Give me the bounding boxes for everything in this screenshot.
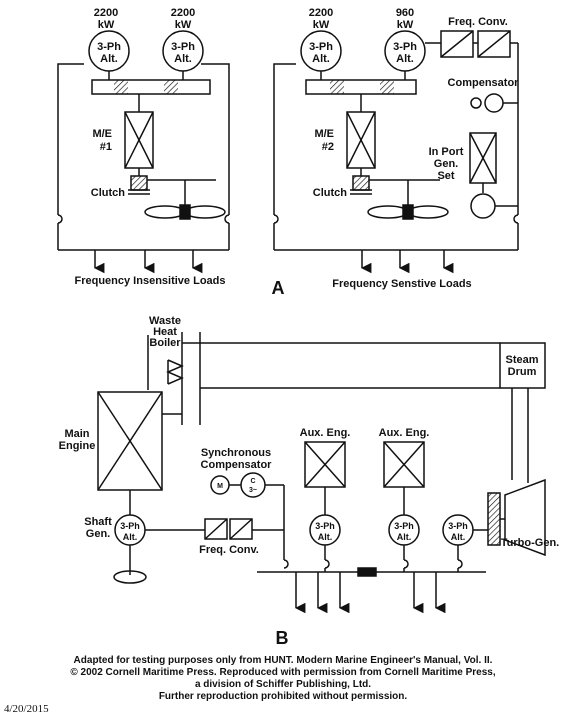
freq-converter-b [204,518,228,540]
caption: Adapted for testing purposes only from H… [20,655,546,703]
engine-label: M/E [314,128,334,140]
alt-label: Alt. [312,53,330,65]
aux-eng-label-2: Aux. Eng. [379,427,430,439]
alt-label: Alt. [123,532,138,542]
freq-converter-a [440,30,474,58]
caption-line: a division of Schiffer Publishing, Ltd. [194,679,372,690]
panel-label-a: A [272,278,285,298]
boiler-label: Heat [153,326,177,338]
alt-unit-r1: kW [313,19,330,31]
aux-eng-label-1: Aux. Eng. [300,427,351,439]
turbo-gen-label: Turbo-Gen. [501,537,559,549]
alt-label: Alt. [100,53,118,65]
engine-label: M/E [92,128,112,140]
engine-label: #1 [100,141,112,153]
alt-label: 3-Ph [448,521,468,531]
freq-conv-label-a: Freq. Conv. [448,16,508,28]
alt-unit-l2: kW [175,19,192,31]
caption-line: Adapted for testing purposes only from H… [73,655,493,666]
caption-line: © 2002 Cornell Maritime Press. Reproduce… [70,667,496,678]
comp-symbol: 3~ [249,487,257,494]
sync-comp-label: Compensator [201,459,273,471]
shaft-gen-label: Shaft [84,516,112,528]
compensator-label: Compensator [448,77,520,89]
alt-label: Alt. [318,532,333,542]
motor-symbol: M [217,483,223,490]
diagram-a-right [273,30,519,274]
genset-label: Set [437,170,454,182]
gearbox-left [91,79,211,95]
alt-rating-l2: 2200 [171,7,195,19]
alt-rating-l1: 2200 [94,7,118,19]
alt-label: 3-Ph [393,41,417,53]
alt-label: 3-Ph [171,41,195,53]
boiler-label: Waste [149,315,181,327]
alt-rating-r2: 960 [396,7,414,19]
sync-comp-label: Synchronous [201,447,271,459]
alt-label: 3-Ph [309,41,333,53]
alt-label: Alt. [451,532,466,542]
engine-label: #2 [322,141,334,153]
diagram-b [97,332,546,614]
alt-label: Alt. [397,532,412,542]
clutch-label: Clutch [313,187,348,199]
genset-label: In Port [429,146,464,158]
panel-label-b: B [276,628,289,648]
alt-rating-r1: 2200 [309,7,333,19]
alt-label: 3-Ph [97,41,121,53]
gearbox-right [305,79,417,95]
diagram-a-left [57,30,230,274]
shaft-gen-label: Gen. [86,528,110,540]
main-engine-label: Engine [59,440,96,452]
alt-unit-l1: kW [98,19,115,31]
date-stamp: 4/20/2015 [4,703,49,715]
steam-drum-label: Steam [505,354,538,366]
compensator-a [484,93,504,113]
clutch-label: Clutch [91,187,126,199]
freq-conv-label-b: Freq. Conv. [199,544,259,556]
alt-label: Alt. [396,53,414,65]
loads-label-right: Frequency Senstive Loads [332,278,471,290]
loads-label-left: Frequency Insensitive Loads [75,275,226,287]
boiler-label: Boiler [149,337,181,349]
turbine [504,478,546,557]
steam-drum-label: Drum [508,366,537,378]
main-engine-label: Main [64,428,89,440]
comp-symbol: C [250,478,255,485]
genset-label: Gen. [434,158,458,170]
alt-unit-r2: kW [397,19,414,31]
steam-drum [499,342,546,389]
caption-line: Further reproduction prohibited without … [158,691,408,702]
alt-label: 3-Ph [394,521,414,531]
alt-label: Alt. [174,53,192,65]
alt-label: 3-Ph [315,521,335,531]
alt-label: 3-Ph [120,521,140,531]
